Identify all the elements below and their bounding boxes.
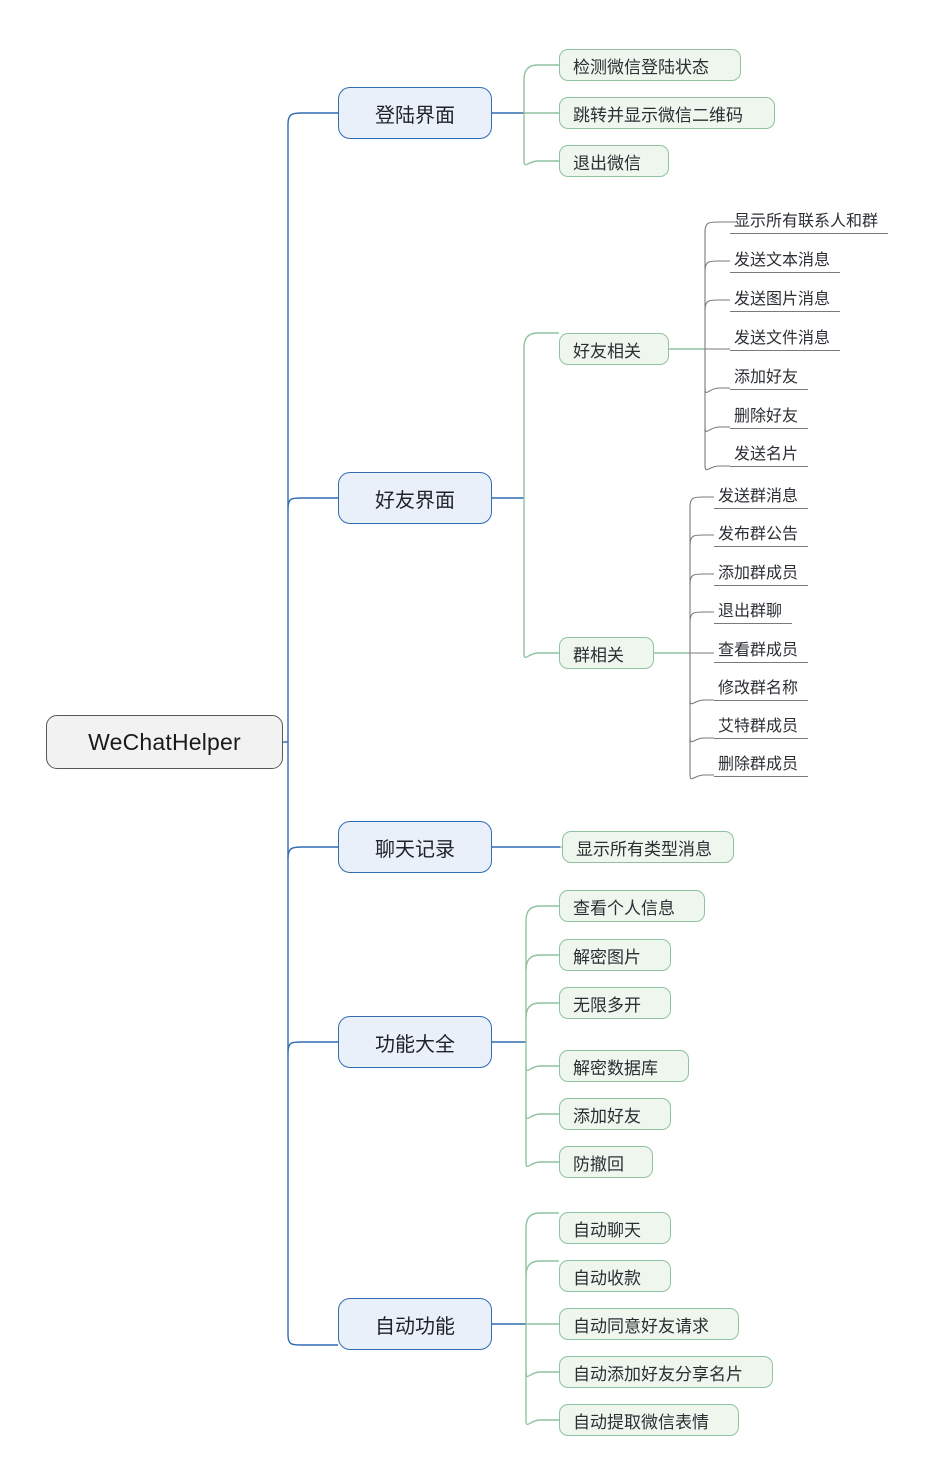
leaf-node-zidong-tiqu-weixin-biaoqing[interactable]: 自动提取微信表情 xyxy=(559,1404,739,1436)
branch-node-label: 自动功能 xyxy=(375,1315,455,1338)
branch-node-label: 好友界面 xyxy=(375,489,455,512)
leaf-node-label: 解密图片 xyxy=(573,947,641,967)
leaf-node-tuichu-qunliao[interactable]: 退出群聊 xyxy=(714,598,792,624)
branch-node-gongnengdaquan[interactable]: 功能大全 xyxy=(338,1016,492,1068)
leaf-node-aite-qun-chengyuan[interactable]: 艾特群成员 xyxy=(714,713,808,739)
leaf-node-zidong-liaotian[interactable]: 自动聊天 xyxy=(559,1212,671,1244)
leaf-node-label: 检测微信登陆状态 xyxy=(573,57,709,77)
leaf-node-tianjia-qun-chengyuan[interactable]: 添加群成员 xyxy=(714,560,808,586)
leaf-node-jiemi-shujuku[interactable]: 解密数据库 xyxy=(559,1050,689,1082)
leaf-node-label: 发送群消息 xyxy=(718,488,799,505)
leaf-node-zidong-tianjia-haoyou-fenxiang-mingpian[interactable]: 自动添加好友分享名片 xyxy=(559,1356,773,1388)
leaf-node-zidong-shoukuan[interactable]: 自动收款 xyxy=(559,1260,671,1292)
leaf-node-label: 显示所有类型消息 xyxy=(576,839,712,859)
leaf-node-label: 无限多开 xyxy=(573,995,641,1015)
subbranch-node-haoyou-xiangguan[interactable]: 好友相关 xyxy=(559,333,669,365)
root-node-label: WeChatHelper xyxy=(88,728,241,755)
leaf-node-label: 跳转并显示微信二维码 xyxy=(573,105,743,125)
branch-node-label: 登陆界面 xyxy=(375,104,455,127)
leaf-node-label: 查看个人信息 xyxy=(573,898,675,918)
branch-node-denglujiemian[interactable]: 登陆界面 xyxy=(338,87,492,139)
leaf-node-label: 添加好友 xyxy=(734,369,799,386)
leaf-node-chakan-geren-xinxi[interactable]: 查看个人信息 xyxy=(559,890,705,922)
root-node[interactable]: WeChatHelper xyxy=(46,715,283,769)
leaf-node-fasong-mingpian[interactable]: 发送名片 xyxy=(730,441,808,467)
leaf-node-shanchu-haoyou[interactable]: 删除好友 xyxy=(730,403,808,429)
leaf-node-label: 自动聊天 xyxy=(573,1220,641,1240)
leaf-node-fasong-tupian-xiaoxi[interactable]: 发送图片消息 xyxy=(730,286,840,312)
leaf-node-xianshi-suoyou-lianxiren-he-qun[interactable]: 显示所有联系人和群 xyxy=(730,208,888,234)
subbranch-node-qun-xiangguan[interactable]: 群相关 xyxy=(559,637,654,669)
leaf-node-label: 删除好友 xyxy=(734,408,799,425)
leaf-node-label: 发送名片 xyxy=(734,446,799,463)
leaf-node-fasong-wenjian-xiaoxi[interactable]: 发送文件消息 xyxy=(730,325,840,351)
leaf-node-label: 自动提取微信表情 xyxy=(573,1412,709,1432)
leaf-node-tiaozhuan-xianshi-erweima[interactable]: 跳转并显示微信二维码 xyxy=(559,97,775,129)
leaf-node-label: 退出微信 xyxy=(573,153,641,173)
subbranch-node-label: 好友相关 xyxy=(573,341,641,361)
leaf-node-label: 修改群名称 xyxy=(718,680,799,697)
leaf-node-label: 添加群成员 xyxy=(718,565,799,582)
leaf-node-xianshi-suoyou-leixing-xiaoxi[interactable]: 显示所有类型消息 xyxy=(562,831,734,863)
leaf-node-shanchu-qun-chengyuan[interactable]: 删除群成员 xyxy=(714,751,808,777)
branch-node-zidonggongneng[interactable]: 自动功能 xyxy=(338,1298,492,1350)
leaf-node-wuxian-duokai[interactable]: 无限多开 xyxy=(559,987,671,1019)
branch-node-label: 功能大全 xyxy=(375,1033,455,1056)
leaf-node-tianjia-haoyou[interactable]: 添加好友 xyxy=(730,364,808,390)
branch-node-haoyoujiemian[interactable]: 好友界面 xyxy=(338,472,492,524)
leaf-node-fangchehui[interactable]: 防撤回 xyxy=(559,1146,653,1178)
leaf-node-label: 发送文件消息 xyxy=(734,330,831,347)
leaf-node-label: 艾特群成员 xyxy=(718,718,799,735)
leaf-node-label: 删除群成员 xyxy=(718,756,799,773)
leaf-node-label: 自动同意好友请求 xyxy=(573,1316,709,1336)
leaf-node-label: 自动添加好友分享名片 xyxy=(573,1364,743,1384)
leaf-node-label: 查看群成员 xyxy=(718,642,799,659)
leaf-node-label: 发布群公告 xyxy=(718,526,799,543)
leaf-node-label: 解密数据库 xyxy=(573,1058,658,1078)
leaf-node-label: 防撤回 xyxy=(573,1154,624,1174)
leaf-node-zidong-tongyi-haoyou-qingqiu[interactable]: 自动同意好友请求 xyxy=(559,1308,739,1340)
leaf-node-fasong-qun-xiaoxi[interactable]: 发送群消息 xyxy=(714,483,808,509)
leaf-node-label: 发送图片消息 xyxy=(734,291,831,308)
leaf-node-jiemi-tupian[interactable]: 解密图片 xyxy=(559,939,671,971)
leaf-node-label: 显示所有联系人和群 xyxy=(734,213,879,230)
branch-node-liaotianjilu[interactable]: 聊天记录 xyxy=(338,821,492,873)
leaf-node-label: 自动收款 xyxy=(573,1268,641,1288)
leaf-node-jiance-weixin-denglu-zhuangtai[interactable]: 检测微信登陆状态 xyxy=(559,49,741,81)
leaf-node-chakan-qun-chengyuan[interactable]: 查看群成员 xyxy=(714,637,808,663)
leaf-node-label: 添加好友 xyxy=(573,1106,641,1126)
leaf-node-xiugai-qun-mingcheng[interactable]: 修改群名称 xyxy=(714,675,808,701)
subbranch-node-label: 群相关 xyxy=(573,645,624,665)
leaf-node-fabu-qun-gonggao[interactable]: 发布群公告 xyxy=(714,521,808,547)
leaf-node-label: 退出群聊 xyxy=(718,603,783,620)
leaf-node-fasong-wenben-xiaoxi[interactable]: 发送文本消息 xyxy=(730,247,840,273)
leaf-node-tianjia-haoyou-gongneng[interactable]: 添加好友 xyxy=(559,1098,671,1130)
branch-node-label: 聊天记录 xyxy=(375,838,455,861)
leaf-node-tuichu-weixin[interactable]: 退出微信 xyxy=(559,145,669,177)
leaf-node-label: 发送文本消息 xyxy=(734,252,831,269)
